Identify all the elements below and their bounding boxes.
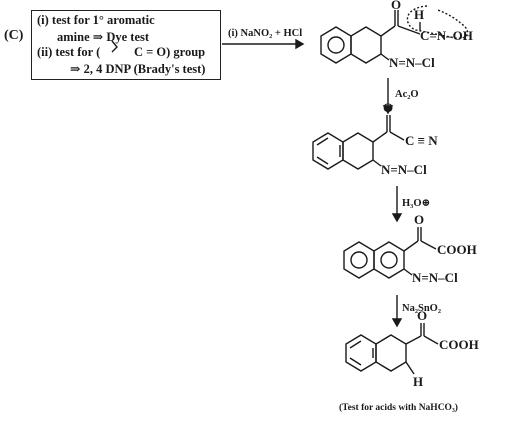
compound-4-rings: [345, 334, 407, 372]
box-line-1: (i) test for 1° aromatic: [37, 13, 155, 27]
dotted-loop: [406, 5, 469, 39]
part-label: (C): [4, 28, 24, 43]
compound-2-diazo-group: N=N–Cl: [381, 162, 427, 177]
compound-2-nitrile: C ≡ N: [405, 133, 438, 148]
compound-1-rings: [320, 26, 382, 64]
compound-3-rings: [343, 241, 405, 279]
reagent-step-3: H₃O⊕: [402, 198, 431, 209]
reagent-step-2: Ac₂O: [395, 89, 419, 100]
reagent-step-1: (i) NaNO₂ + HCl: [228, 28, 303, 39]
tests-box: (i) test for 1° aromatic amine ⇒ Dye tes…: [31, 10, 221, 80]
compound-3-diazo-group: N=N–Cl: [412, 270, 458, 285]
compound-4-carboxyl: COOH: [439, 337, 479, 352]
box-line-4: ⇒ 2, 4 DNP (Brady's test): [70, 62, 206, 76]
compound-1-oxime-chain: C=N–OH: [420, 28, 473, 43]
compound-2-rings: [312, 132, 374, 170]
compound-4-hydrogen: H: [413, 374, 424, 389]
compound-1-hydrogen: H: [414, 7, 425, 22]
reagent-step-4: Na₂SnO₂: [402, 303, 441, 314]
box-line-2: amine ⇒ Dye test: [57, 30, 150, 44]
compound-1-oxygen: O: [391, 0, 402, 12]
carbonyl-bond-mark: [111, 40, 118, 53]
footnote: (Test for acids with NaHCO₃): [339, 403, 458, 413]
box-line-3b: C = O) group: [134, 45, 206, 59]
compound-3-oxygen: O: [414, 212, 425, 227]
box-line-3: (ii) test for (: [37, 45, 101, 59]
compound-4-oxygen: O: [417, 308, 428, 323]
compound-2-oxygen: O: [383, 100, 394, 115]
compound-3-carboxyl: COOH: [437, 242, 477, 257]
compound-1-diazo-group: N=N–Cl: [389, 55, 435, 70]
